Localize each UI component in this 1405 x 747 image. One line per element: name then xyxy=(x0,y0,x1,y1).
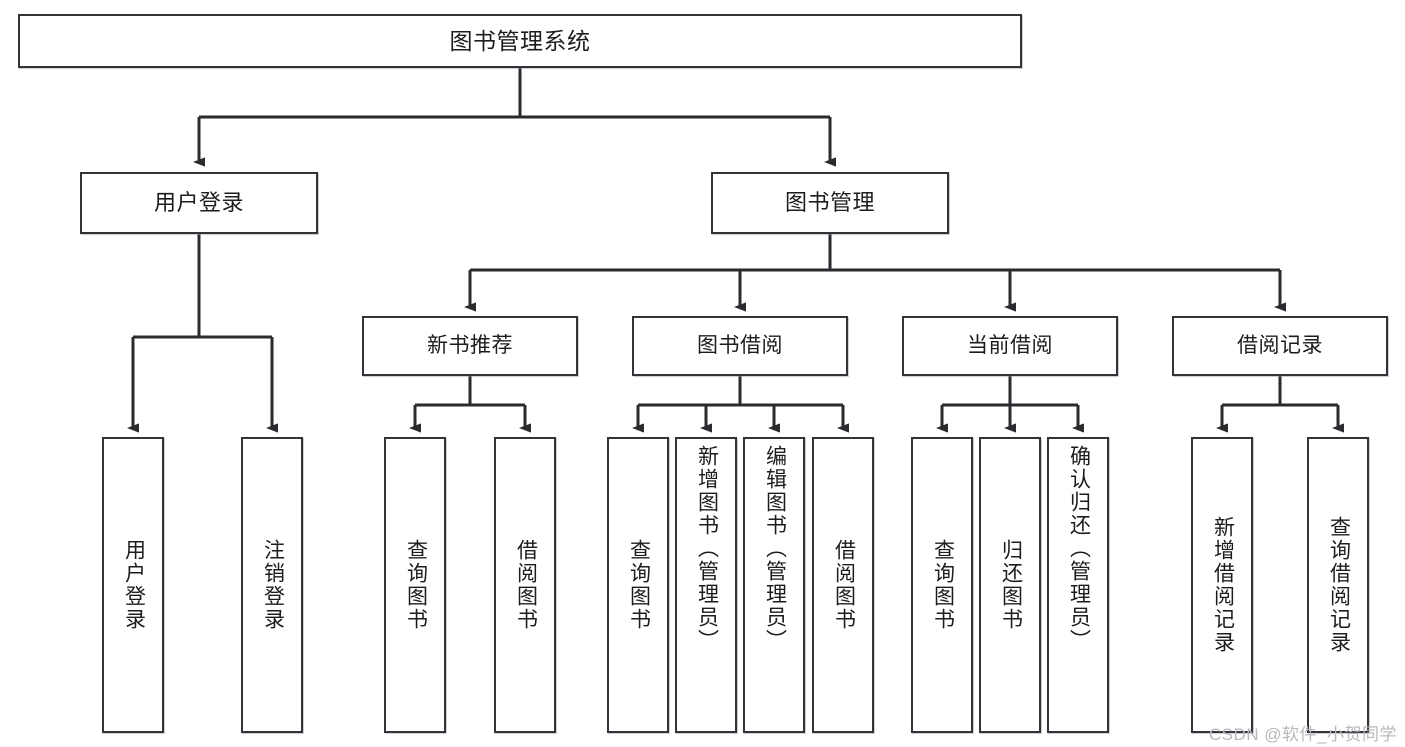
leaf-current-confirm-return-admin[interactable]: 确认归还（管理员） xyxy=(1047,437,1109,733)
leaf-borrow-edit-book-admin[interactable]: 编辑图书（管理员） xyxy=(743,437,805,733)
leaf-current-query-book[interactable]: 查询图书 xyxy=(911,437,973,733)
watermark-text: CSDN @软件_小贺同学 xyxy=(1208,725,1397,744)
leaf-label: 借阅图书 xyxy=(514,539,538,631)
leaf-label: 注销登录 xyxy=(261,539,285,631)
node-label: 用户登录 xyxy=(153,190,244,216)
node-new-book-recommend[interactable]: 新书推荐 xyxy=(362,316,578,376)
leaf-current-return-book[interactable]: 归还图书 xyxy=(979,437,1041,733)
leaf-label: 查询图书 xyxy=(931,539,955,631)
leaf-record-add-record[interactable]: 新增借阅记录 xyxy=(1191,437,1253,733)
leaf-user-login-login[interactable]: 用户登录 xyxy=(102,437,164,733)
node-book-management[interactable]: 图书管理 xyxy=(711,172,949,234)
leaf-label: 编辑图书（管理员） xyxy=(763,445,787,652)
node-label: 图书管理 xyxy=(784,190,875,216)
leaf-label: 用户登录 xyxy=(122,539,146,631)
node-label: 图书管理系统 xyxy=(449,27,591,54)
node-label: 当前借阅 xyxy=(967,333,1053,357)
node-book-borrow[interactable]: 图书借阅 xyxy=(632,316,848,376)
leaf-new-book-query[interactable]: 查询图书 xyxy=(384,437,446,733)
node-root-book-management-system[interactable]: 图书管理系统 xyxy=(18,14,1022,68)
leaf-label: 查询图书 xyxy=(627,539,651,631)
leaf-record-query-record[interactable]: 查询借阅记录 xyxy=(1307,437,1369,733)
leaf-borrow-borrow-book[interactable]: 借阅图书 xyxy=(812,437,874,733)
leaf-user-login-logout[interactable]: 注销登录 xyxy=(241,437,303,733)
leaf-label: 查询图书 xyxy=(404,539,428,631)
node-label: 新书推荐 xyxy=(427,333,513,357)
leaf-label: 归还图书 xyxy=(999,539,1023,631)
leaf-label: 新增图书（管理员） xyxy=(695,445,719,652)
node-label: 借阅记录 xyxy=(1237,333,1323,357)
leaf-label: 查询借阅记录 xyxy=(1327,516,1351,654)
node-user-login[interactable]: 用户登录 xyxy=(80,172,318,234)
node-label: 图书借阅 xyxy=(697,333,783,357)
leaf-new-book-borrow[interactable]: 借阅图书 xyxy=(494,437,556,733)
leaf-label: 确认归还（管理员） xyxy=(1067,445,1091,652)
leaf-borrow-add-book-admin[interactable]: 新增图书（管理员） xyxy=(675,437,737,733)
node-current-borrow[interactable]: 当前借阅 xyxy=(902,316,1118,376)
node-borrow-record[interactable]: 借阅记录 xyxy=(1172,316,1388,376)
leaf-borrow-query-book[interactable]: 查询图书 xyxy=(607,437,669,733)
leaf-label: 借阅图书 xyxy=(832,539,856,631)
leaf-label: 新增借阅记录 xyxy=(1211,516,1235,654)
